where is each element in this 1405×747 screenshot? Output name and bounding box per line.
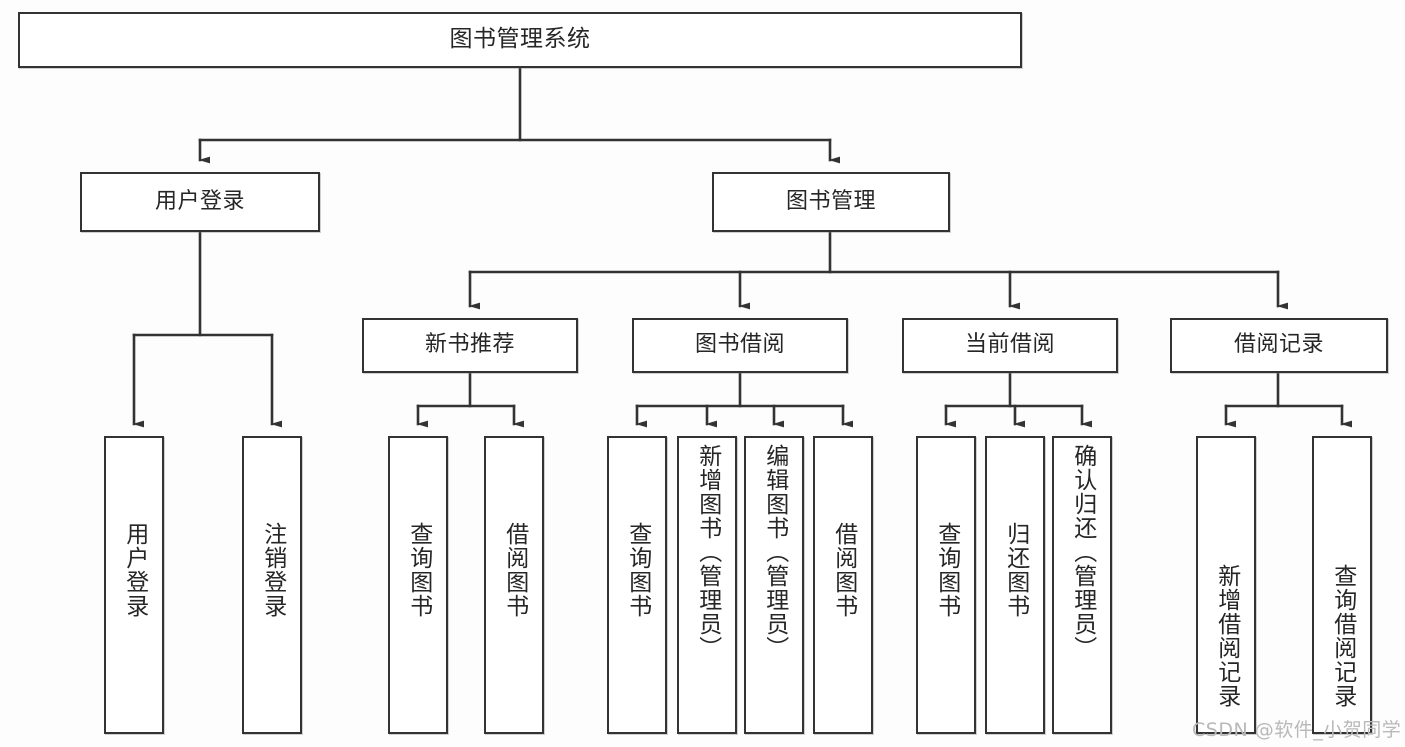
node-leaf-edit-book-label: 编辑图书（管理员） (761, 444, 788, 660)
node-root-label: 图书管理系统 (449, 26, 591, 53)
node-leaf-borrow-book-label: 借阅图书 (830, 522, 857, 618)
node-user-login[interactable]: 用户登录 (80, 172, 320, 232)
node-new-book-rec[interactable]: 新书推荐 (362, 318, 578, 373)
node-current-borrow-label: 当前借阅 (964, 332, 1055, 358)
node-current-borrow[interactable]: 当前借阅 (902, 318, 1118, 373)
node-user-login-label: 用户登录 (154, 188, 245, 214)
csdn-watermark: CSDN @软件_小贺同学 (1192, 719, 1402, 741)
node-leaf-borrow-book-rec[interactable]: 借阅图书 (484, 436, 544, 734)
node-leaf-query-book-rec[interactable]: 查询图书 (388, 436, 448, 734)
node-leaf-query-book-current[interactable]: 查询图书 (916, 436, 976, 734)
node-borrow-record-label: 借阅记录 (1233, 332, 1324, 358)
node-leaf-logout[interactable]: 注销登录 (242, 436, 302, 734)
node-leaf-add-record-label: 新增借阅记录 (1213, 564, 1240, 708)
node-book-borrow-label: 图书借阅 (694, 332, 785, 358)
node-leaf-return-book[interactable]: 归还图书 (985, 436, 1045, 734)
node-leaf-query-book-current-label: 查询图书 (933, 522, 960, 618)
node-leaf-user-login-label: 用户登录 (121, 522, 148, 618)
node-book-borrow[interactable]: 图书借阅 (632, 318, 848, 373)
node-leaf-edit-book[interactable]: 编辑图书（管理员） (744, 436, 804, 734)
node-leaf-query-record-label: 查询借阅记录 (1329, 564, 1356, 708)
node-leaf-query-record[interactable]: 查询借阅记录 (1312, 436, 1372, 734)
node-leaf-query-book-rec-label: 查询图书 (405, 522, 432, 618)
node-borrow-record[interactable]: 借阅记录 (1170, 318, 1388, 373)
node-leaf-borrow-book-rec-label: 借阅图书 (501, 522, 528, 618)
node-new-book-rec-label: 新书推荐 (424, 332, 515, 358)
node-leaf-confirm-return-label: 确认归还（管理员） (1069, 444, 1096, 660)
node-leaf-query-book-borrow[interactable]: 查询图书 (607, 436, 667, 734)
node-leaf-add-book[interactable]: 新增图书（管理员） (677, 436, 737, 734)
node-leaf-logout-label: 注销登录 (259, 522, 286, 618)
node-leaf-user-login[interactable]: 用户登录 (104, 436, 164, 734)
node-leaf-confirm-return[interactable]: 确认归还（管理员） (1052, 436, 1112, 734)
node-book-manage-label: 图书管理 (785, 188, 876, 214)
node-book-manage[interactable]: 图书管理 (712, 172, 950, 232)
node-leaf-add-record[interactable]: 新增借阅记录 (1196, 436, 1256, 734)
node-leaf-return-book-label: 归还图书 (1002, 522, 1029, 618)
node-root[interactable]: 图书管理系统 (18, 12, 1022, 68)
node-leaf-query-book-borrow-label: 查询图书 (624, 522, 651, 618)
node-leaf-borrow-book[interactable]: 借阅图书 (813, 436, 873, 734)
node-leaf-add-book-label: 新增图书（管理员） (694, 444, 721, 660)
